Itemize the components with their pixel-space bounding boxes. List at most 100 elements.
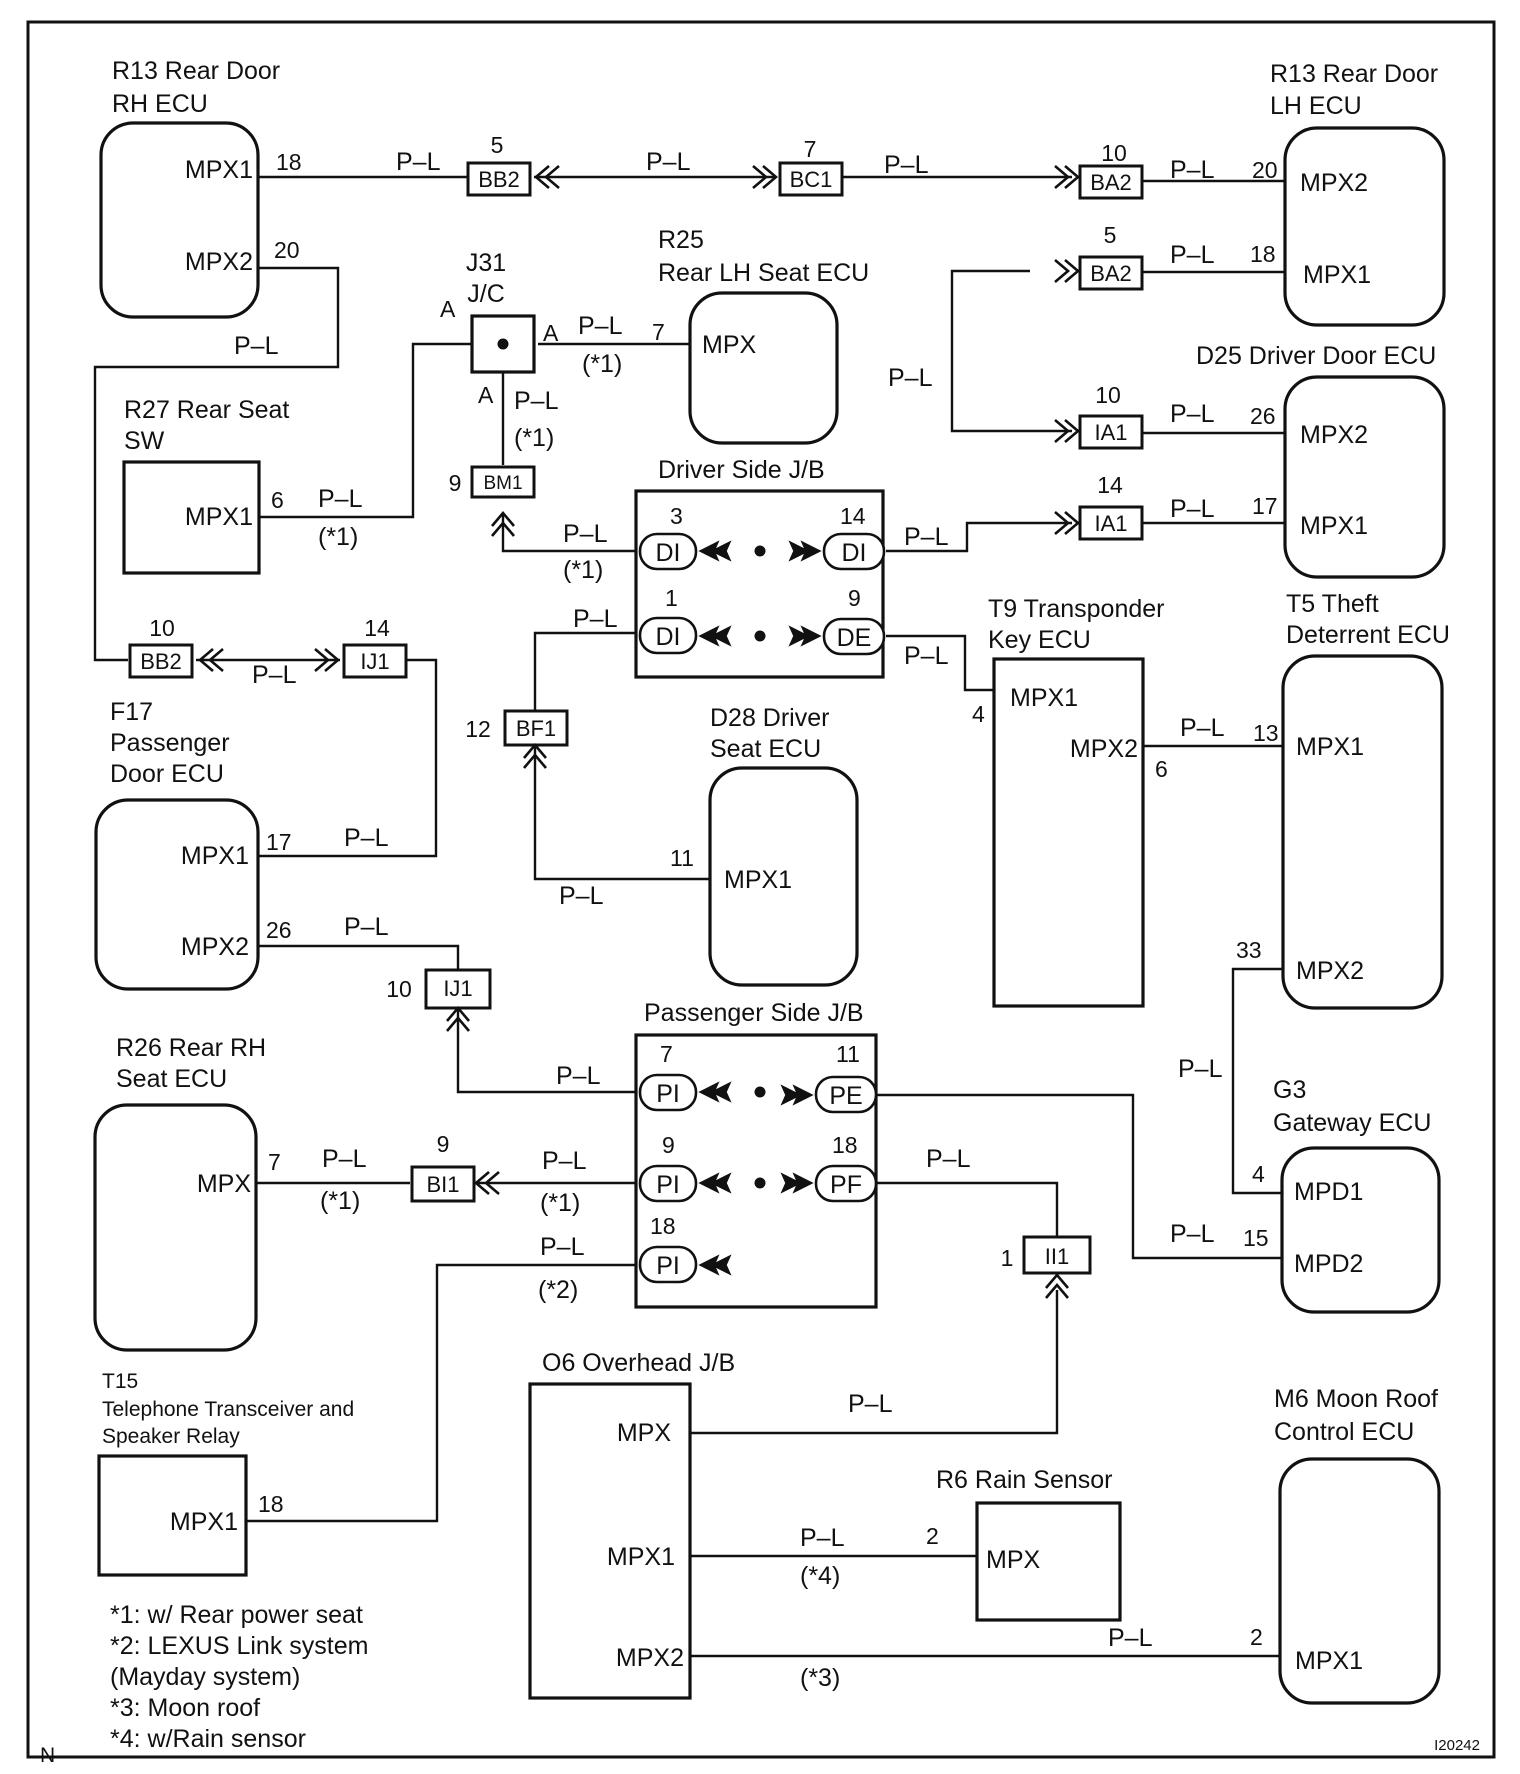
r27-mpx1: MPX1: [185, 503, 253, 531]
wire-color: P–L: [540, 1233, 585, 1261]
pin: 6: [1155, 756, 1168, 782]
wire-color: P–L: [800, 1524, 845, 1552]
f17-passenger-door-ecu-box: [94, 798, 260, 991]
f17-mpx1: MPX1: [181, 842, 249, 870]
r25-title-2: Rear LH Seat ECU: [658, 259, 869, 287]
connector-bi1: [410, 1165, 476, 1203]
wire-color: P–L: [1170, 495, 1215, 523]
connector-pin: 10: [386, 976, 412, 1002]
connector-pin: 10: [1095, 382, 1121, 408]
wire-color: P–L: [1170, 1220, 1215, 1248]
o6-mpx: MPX: [617, 1419, 672, 1447]
pill-label: DE: [837, 624, 872, 652]
r26-title-2: Seat ECU: [116, 1065, 227, 1093]
pill-di-3: [638, 532, 698, 571]
j31-title-1: J31: [466, 249, 506, 277]
r26-mpx: MPX: [197, 1170, 252, 1198]
connectors: [128, 161, 1144, 1300]
pin: 2: [926, 1523, 939, 1549]
r25-seat-ecu-box: [688, 291, 839, 445]
t15-telephone-box: [97, 1454, 248, 1577]
pill-label: PI: [656, 1252, 680, 1280]
connector-bc1: [778, 161, 844, 197]
wire-color: P–L: [888, 364, 933, 392]
r6-title: R6 Rain Sensor: [936, 1466, 1112, 1494]
pin: 26: [266, 917, 292, 943]
wire-note: (*1): [563, 556, 603, 584]
o6-overhead-jb-box: [528, 1382, 692, 1700]
t9-title-2: Key ECU: [988, 626, 1091, 654]
wire-color: P–L: [556, 1062, 601, 1090]
t15-title-3: Speaker Relay: [102, 1425, 240, 1448]
r25-mpx: MPX: [702, 331, 757, 359]
components: [93, 121, 1446, 1705]
wire-color: P–L: [344, 824, 389, 852]
connector-bf1: [503, 709, 569, 747]
j31-pin-a-right: A: [543, 320, 559, 346]
connector-labels: BB2 5 BC1 7 BA2 10 BA2 5 IA1 10 IA1 14 B…: [140, 132, 1132, 1271]
wire-color: P–L: [646, 148, 691, 176]
wire-color: P–L: [322, 1145, 367, 1173]
pill-label: PI: [656, 1171, 680, 1199]
connector-pin: 5: [1104, 222, 1117, 248]
connector-label: IJ1: [360, 649, 389, 674]
wire-color: P–L: [1170, 400, 1215, 428]
g3-gateway-ecu-box: [1280, 1146, 1441, 1314]
pin: 18: [1250, 241, 1276, 267]
o6-mpx2: MPX2: [616, 1644, 684, 1672]
pill-pi-7: [638, 1073, 698, 1112]
wire-color: P–L: [252, 661, 297, 689]
wire-color: P–L: [1170, 241, 1215, 269]
pin: 2: [1250, 1624, 1263, 1650]
pill-label: DI: [656, 623, 681, 651]
o6-title: O6 Overhead J/B: [542, 1349, 735, 1377]
connector-pin: 1: [1001, 1245, 1014, 1271]
footnote: *1: w/ Rear power seat: [110, 1601, 363, 1629]
r13-lh-title-1: R13 Rear Door: [1270, 60, 1438, 88]
connector-pin: 14: [1097, 472, 1123, 498]
pin: 9: [848, 585, 861, 611]
t15-mpx1: MPX1: [170, 1508, 238, 1536]
t9-title-1: T9 Transponder: [988, 595, 1165, 623]
pin: 14: [840, 503, 866, 529]
wire-note: (*3): [800, 1664, 840, 1692]
pin: 33: [1236, 937, 1262, 963]
r13-rh-title-2: RH ECU: [112, 90, 208, 118]
footnote: (Mayday system): [110, 1663, 300, 1691]
pin: 3: [670, 503, 683, 529]
wire-color: P–L: [318, 485, 363, 513]
connector-ij1-top: [342, 643, 408, 679]
wire-color: P–L: [1180, 714, 1225, 742]
d25-mpx1: MPX1: [1300, 512, 1368, 540]
connector-label: BB2: [140, 649, 182, 674]
figure-id: I20242: [1434, 1737, 1480, 1754]
connector-bb2-left: [128, 643, 194, 679]
connector-ba2-top: [1078, 164, 1144, 200]
wire-color: P–L: [884, 151, 929, 179]
connector-pin: 14: [364, 615, 390, 641]
pill-pi-18: [638, 1245, 698, 1284]
t9-mpx2: MPX2: [1070, 735, 1138, 763]
wire-color: P–L: [396, 148, 441, 176]
wire-color: P–L: [573, 605, 618, 633]
connector-label: BB2: [478, 167, 520, 192]
f17-mpx2: MPX2: [181, 933, 249, 961]
o6-mpx1: MPX1: [607, 1543, 675, 1571]
footnote: *2: LEXUS Link system: [110, 1632, 368, 1660]
r6-mpx: MPX: [986, 1546, 1041, 1574]
t5-mpx1: MPX1: [1296, 733, 1364, 761]
g3-mpd2: MPD2: [1294, 1250, 1363, 1278]
pin: 15: [1243, 1225, 1269, 1251]
r13-rh-title-1: R13 Rear Door: [112, 57, 280, 85]
page-frame: [26, 20, 1496, 1759]
connector-label: BA2: [1090, 170, 1132, 195]
d28-title-2: Seat ECU: [710, 735, 821, 763]
r13-rh-ecu-box: [99, 121, 260, 319]
component-labels: R13 Rear Door RH ECU R13 Rear Door LH EC…: [102, 57, 1450, 1494]
wire-color: P–L: [559, 882, 604, 910]
pin: 6: [271, 487, 284, 513]
pill-labels: DI DI DI DE PI PE PI PF PI: [656, 539, 872, 1280]
wire-color: P–L: [578, 312, 623, 340]
t9-transponder-ecu-box: [992, 657, 1145, 1008]
wire-color: P–L: [1170, 156, 1215, 184]
